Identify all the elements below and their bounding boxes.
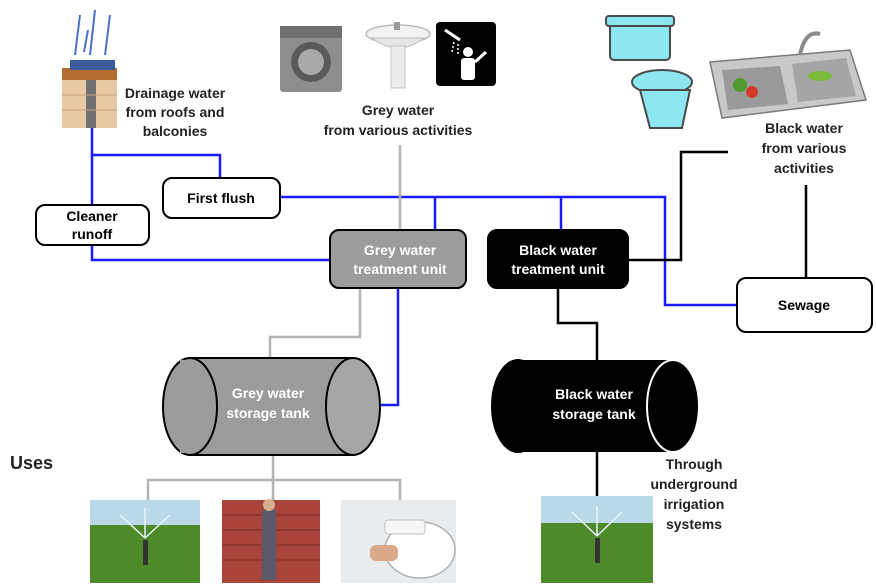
grey-unit-label-line2: treatment unit	[353, 261, 447, 277]
uses-label: Uses	[10, 453, 53, 473]
sink-icon	[365, 22, 431, 89]
black-unit-label-line2: treatment unit	[511, 261, 605, 277]
black-tank-label-line2: storage tank	[552, 406, 635, 422]
drainage-label: Drainage water from roofs and balconies	[125, 85, 226, 139]
grey-source-label: Grey water from various activities	[324, 102, 473, 138]
irrigation-label-line2: underground	[650, 476, 737, 492]
irrigation-label-line4: systems	[666, 516, 722, 532]
black-source-label-line1: Black water	[765, 120, 843, 136]
grey-unit-label-line1: Grey water	[364, 242, 437, 258]
toilet-flush-icon	[341, 500, 456, 583]
washing-machine-icon	[280, 26, 342, 92]
black-source-label-line2: from various	[762, 140, 847, 156]
kitchen-sink-icon	[709, 31, 867, 119]
pipe-black-unit-to-tank	[556, 288, 599, 360]
pipe-roof-to-first-flush	[90, 125, 222, 180]
grey-treatment-unit: Grey water treatment unit	[329, 229, 467, 289]
black-storage-tank: Black water storage tank	[491, 359, 700, 453]
irrigation-label-line1: Through	[666, 456, 723, 472]
black-treatment-unit: Black water treatment unit	[487, 229, 629, 289]
blue-pipes	[90, 125, 737, 407]
grey-source-label-line1: Grey water	[362, 102, 435, 118]
black-source-label: Black water from various activities	[762, 120, 847, 176]
grey-pipes	[146, 145, 402, 500]
garden-sprinkler-icon	[90, 500, 200, 583]
sewage-label: Sewage	[778, 297, 830, 313]
irrigation-sprinkler-icon	[541, 496, 653, 583]
wall-washing-icon	[222, 499, 320, 583]
roof-drainage-icon	[62, 9, 117, 128]
irrigation-label: Through underground irrigation systems	[650, 456, 737, 532]
pipe-first-flush-line	[280, 195, 737, 307]
cleaner-runoff-box: Cleaner runoff	[35, 204, 150, 246]
cleaner-runoff-label-line1: Cleaner	[66, 208, 118, 224]
drainage-label-line2: from roofs and	[126, 104, 225, 120]
grey-tank-label-line1: Grey water	[232, 385, 305, 401]
pipe-black-source-to-unit	[628, 150, 728, 262]
irrigation-label-line3: irrigation	[664, 496, 725, 512]
cleaner-runoff-label-line2: runoff	[72, 226, 113, 242]
toilet-icon	[605, 15, 693, 129]
pipe-grey-unit-to-tank-2	[268, 288, 362, 358]
grey-tank-label-line2: storage tank	[226, 405, 309, 421]
drainage-label-line1: Drainage water	[125, 85, 226, 101]
first-flush-box: First flush	[162, 177, 281, 219]
black-tank-label-line1: Black water	[555, 386, 633, 402]
shower-icon	[436, 22, 496, 86]
pipe-cleaner-runoff-to-grey-unit	[90, 245, 330, 262]
black-unit-label-line1: Black water	[519, 242, 597, 258]
first-flush-label: First flush	[187, 190, 255, 206]
drainage-label-line3: balconies	[143, 123, 208, 139]
grey-storage-tank: Grey water storage tank	[162, 357, 381, 456]
black-source-label-line3: activities	[774, 160, 834, 176]
grey-source-label-line2: from various activities	[324, 122, 473, 138]
black-pipes	[556, 150, 808, 500]
pipe-grey-unit-to-tank	[378, 288, 400, 407]
sewage-box: Sewage	[736, 277, 873, 333]
